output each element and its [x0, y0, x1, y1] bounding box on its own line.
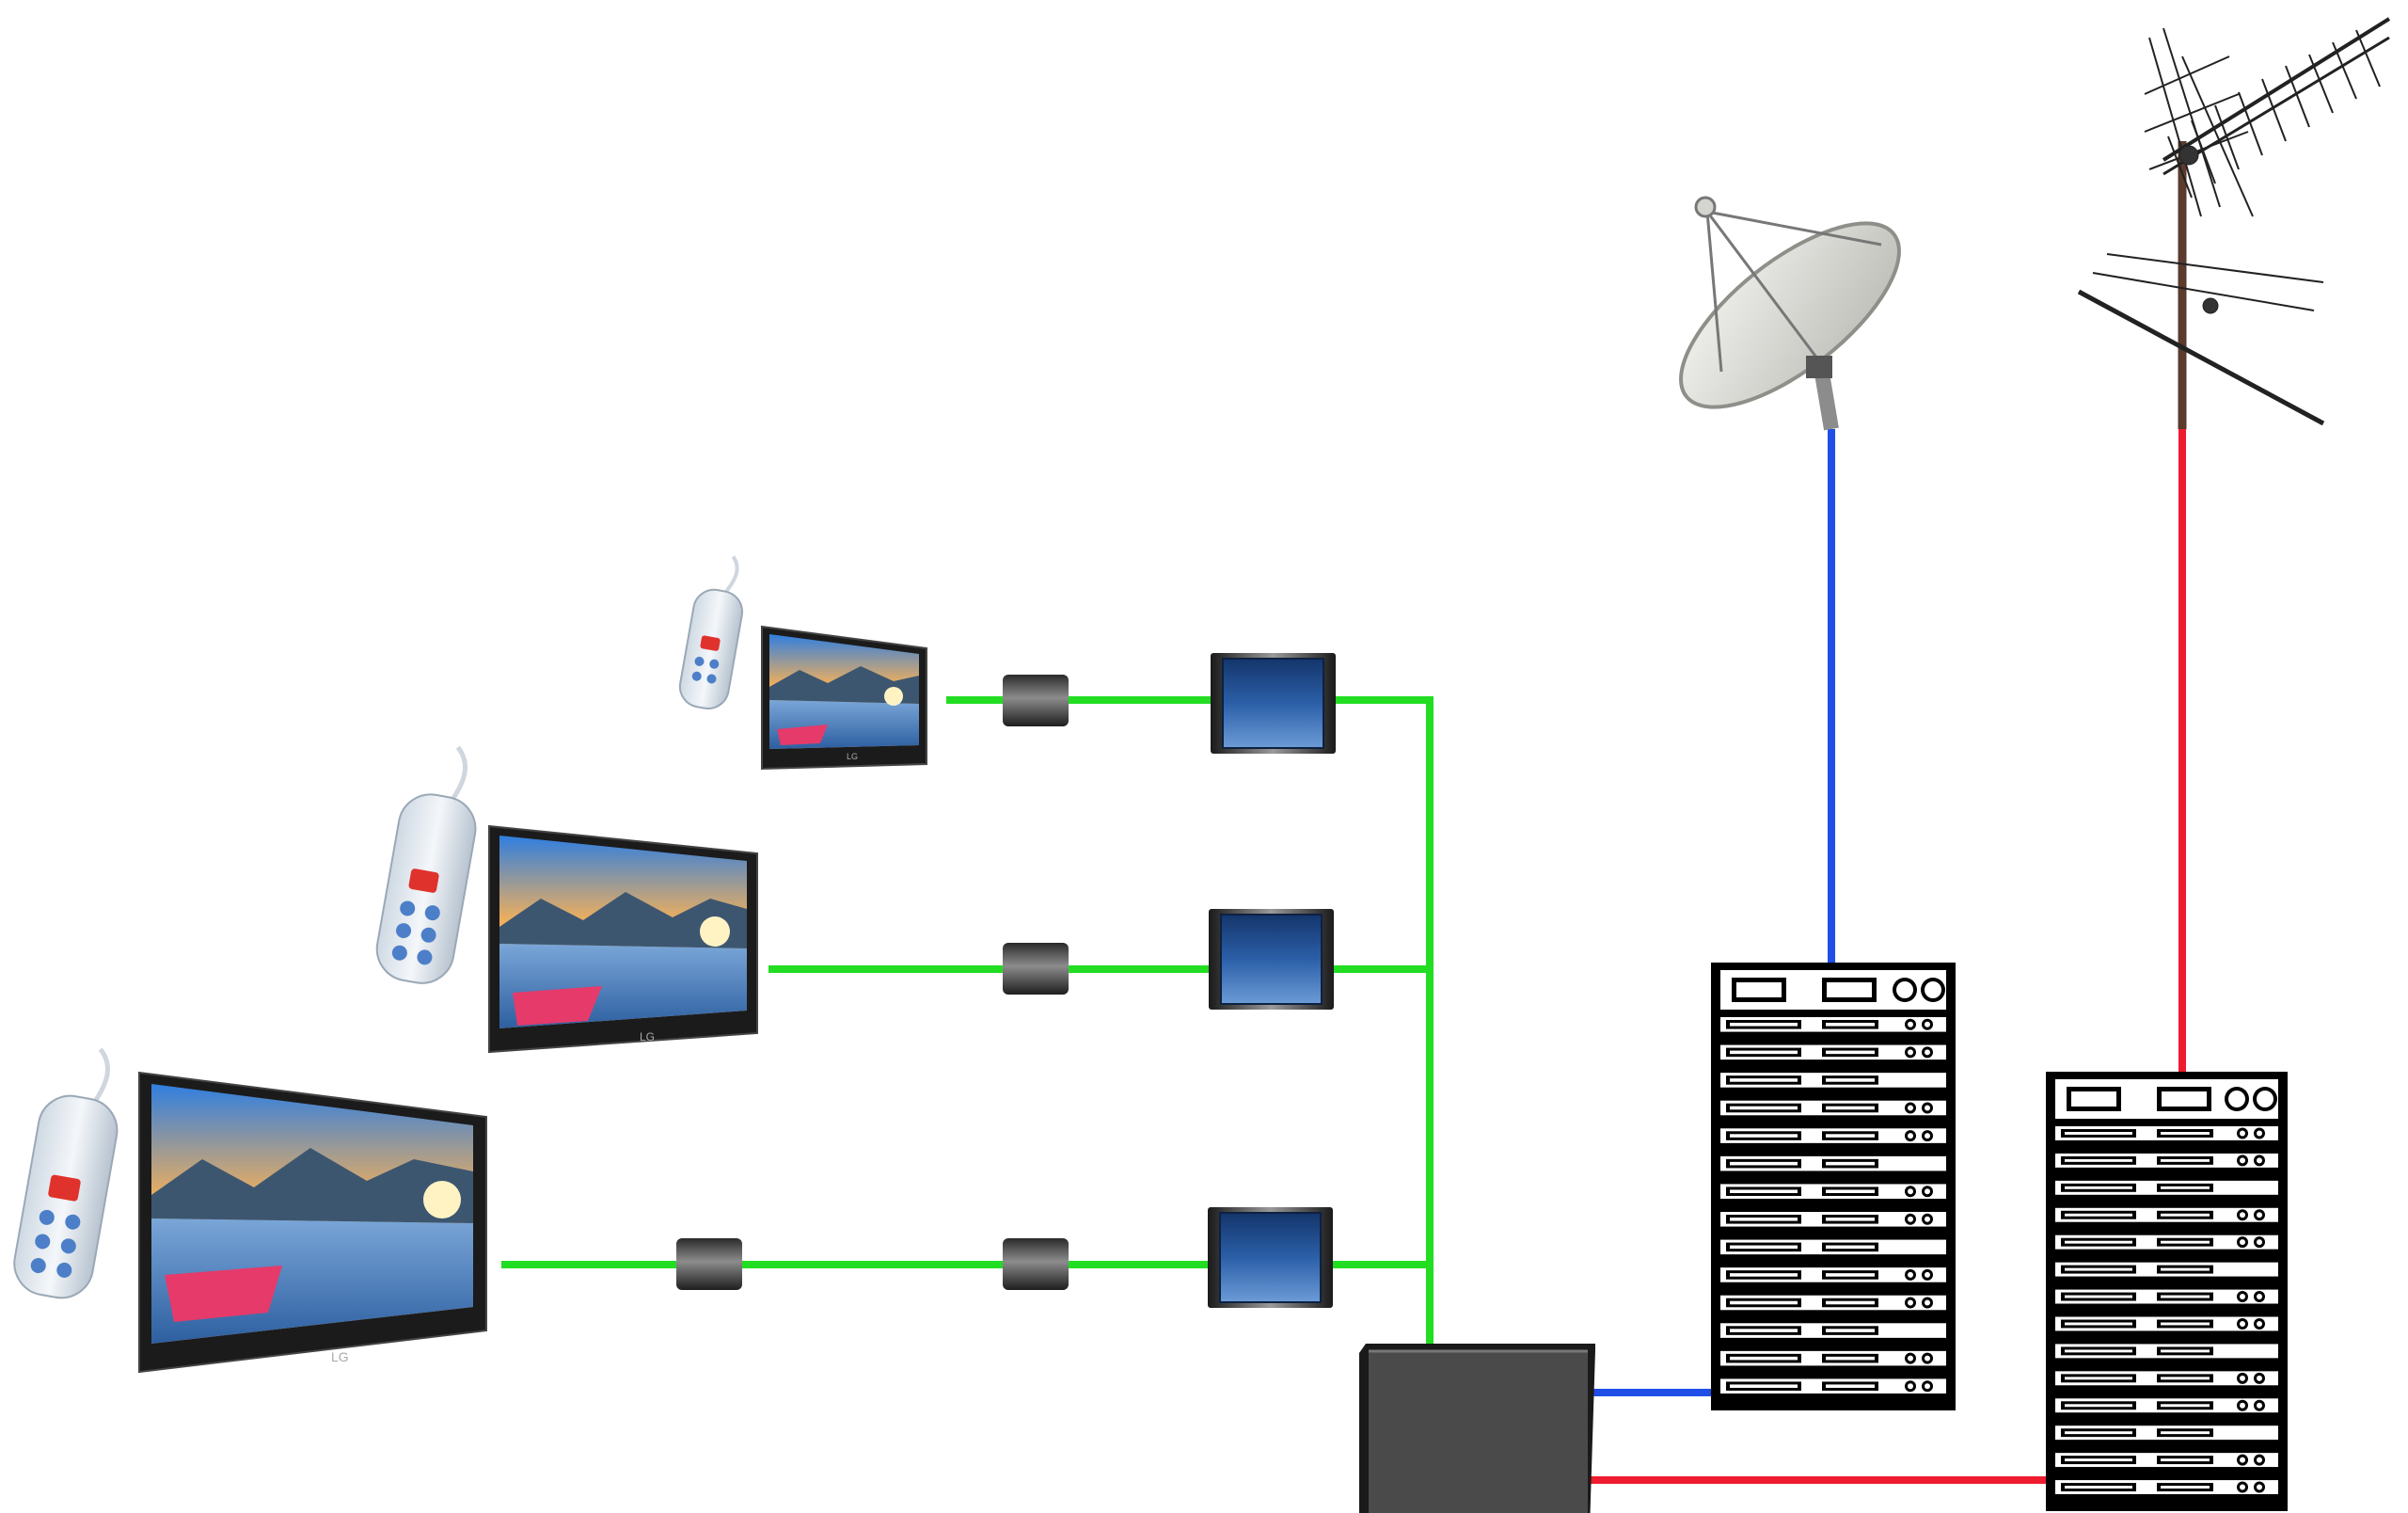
- outlet-middle: [1209, 909, 1334, 1010]
- rack-slot: [1720, 1267, 1946, 1282]
- connector: [676, 1238, 742, 1290]
- connectors: [676, 675, 1069, 1290]
- rack-slot: [1720, 1212, 1946, 1227]
- satellite-dish: [1679, 196, 1901, 431]
- wall-outlets: [1208, 653, 1336, 1308]
- tv-bottom: LG: [138, 1071, 487, 1374]
- outlet-top: [1211, 653, 1336, 754]
- rack-slot: [2055, 1234, 2278, 1250]
- tv-brand-logo: LG: [640, 1030, 655, 1043]
- rack-slot: [1720, 1350, 1946, 1366]
- connector: [1003, 1238, 1069, 1290]
- terrestrial-antenna: [2077, 17, 2391, 429]
- remote-top: [678, 555, 744, 709]
- tv-middle: LG: [488, 824, 758, 1054]
- rack-slot: [1720, 1017, 1946, 1032]
- rack-slot: [1720, 1295, 1946, 1311]
- rack-slot: [2055, 1126, 2278, 1140]
- connector: [1003, 943, 1069, 995]
- connector: [1003, 675, 1069, 726]
- rack-slot: [1720, 1184, 1946, 1199]
- rack-top-unit: [1720, 970, 1946, 1010]
- remote-bottom: [13, 1047, 119, 1299]
- rack-slot: [1720, 1323, 1946, 1338]
- rack-slot: [1720, 1128, 1946, 1143]
- headend-box: [1359, 1344, 1595, 1513]
- rack-slot: [1720, 1044, 1946, 1060]
- rack-slot: [2055, 1207, 2278, 1222]
- terrestrial-cables: [1588, 429, 2186, 1484]
- tv-top: LG: [761, 625, 927, 771]
- satellite-cables: [1588, 429, 1835, 1396]
- rack-slot: [2055, 1180, 2278, 1195]
- rack-slot: [1720, 1155, 1946, 1171]
- rack-satellite: [1711, 963, 1956, 1410]
- rack-slot: [1720, 1239, 1946, 1255]
- tv-brand-logo: LG: [331, 1349, 349, 1364]
- rack-slot: [2055, 1153, 2278, 1168]
- rack-slot: [2055, 1453, 2278, 1468]
- rack-top-unit: [2055, 1079, 2278, 1119]
- rack-slot: [2055, 1344, 2278, 1359]
- outlet-bottom: [1208, 1207, 1333, 1308]
- rack-slot: [2055, 1262, 2278, 1277]
- tv-brand-logo: LG: [847, 752, 858, 761]
- rack-slot: [2055, 1371, 2278, 1386]
- rack-slot: [2055, 1289, 2278, 1304]
- rack-slot: [2055, 1480, 2278, 1494]
- remote-middle: [375, 745, 477, 984]
- rack-slot: [2055, 1425, 2278, 1441]
- rack-terrestrial: [2046, 1072, 2288, 1511]
- rack-slot: [2055, 1398, 2278, 1413]
- rack-slot: [2055, 1316, 2278, 1331]
- rack-slot: [1720, 1100, 1946, 1116]
- rack-slot: [1720, 1378, 1946, 1394]
- rack-slot: [1720, 1073, 1946, 1088]
